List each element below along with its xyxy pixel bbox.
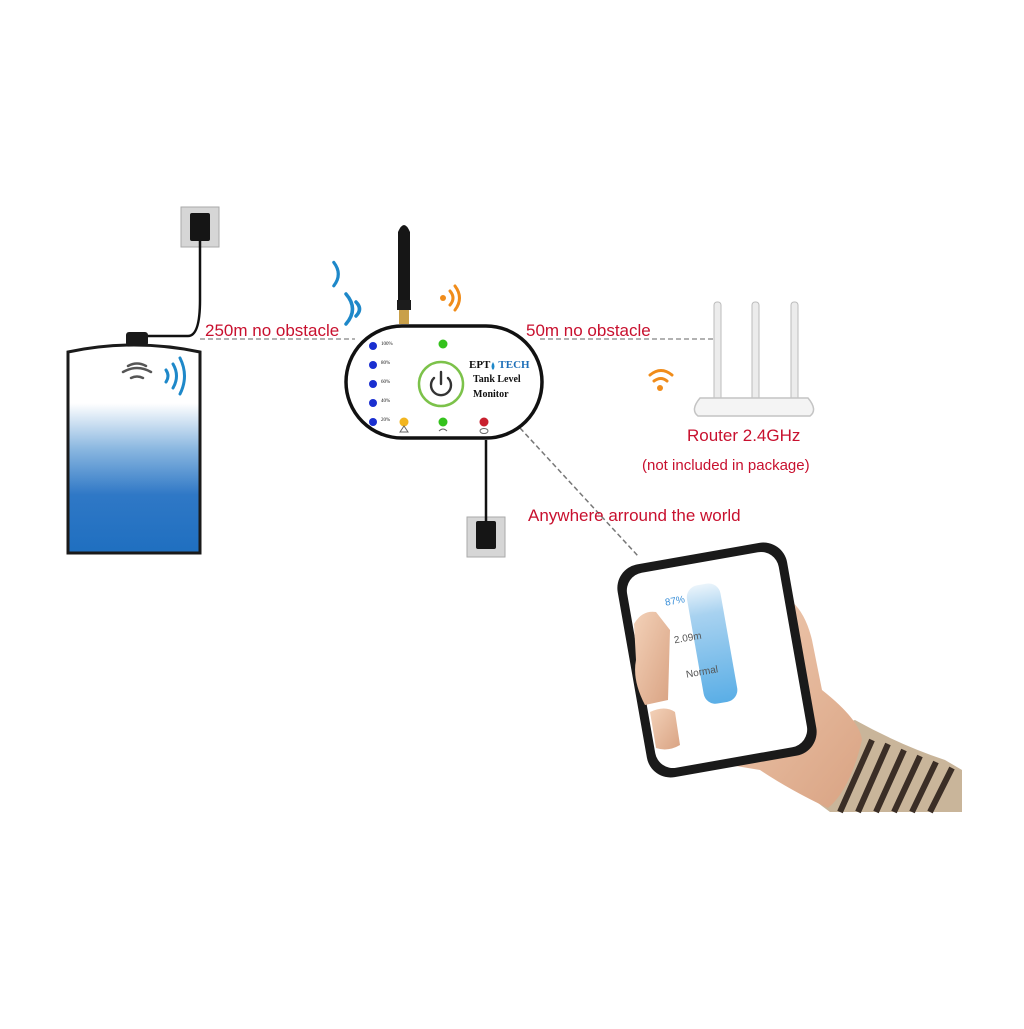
- sensor-link-label: 250m no obstacle: [205, 321, 340, 340]
- sensor-signal-icon: [121, 356, 186, 396]
- led-label-40: 40%: [381, 399, 391, 404]
- water-tank: [66, 332, 202, 555]
- level-led-column: [369, 342, 377, 426]
- router-name-label: Router 2.4GHz: [687, 426, 801, 445]
- wifi-router: [693, 301, 815, 417]
- router-link-label: 50m no obstacle: [526, 321, 651, 340]
- hub-wifi-left-icon: [332, 260, 362, 326]
- hub-antenna: [398, 225, 410, 300]
- led-label-100: 100%: [381, 342, 393, 347]
- led-label-80: 80%: [381, 361, 391, 366]
- sensor-power-socket: [142, 206, 220, 338]
- alarm-led: [399, 417, 409, 427]
- router-wifi-icon: [648, 369, 674, 391]
- finger: [650, 708, 680, 750]
- led-80: [369, 361, 377, 369]
- tank-level-monitor-hub: [344, 225, 544, 440]
- led-label-60: 60%: [381, 380, 391, 385]
- app-level-bar: [686, 583, 738, 704]
- hub-power-socket: [466, 440, 506, 558]
- brand-right: TECH: [498, 359, 530, 371]
- led-label-20: 20%: [381, 418, 391, 423]
- router-note-label: (not included in package): [642, 457, 810, 474]
- warning-icon: [399, 425, 409, 433]
- led-20: [369, 418, 377, 426]
- brand-logo: EPT TECH: [469, 359, 530, 371]
- device-name-line2: Monitor: [473, 389, 509, 400]
- brand-left: EPT: [469, 359, 491, 371]
- eye-icon: [479, 428, 489, 434]
- level-sensor: [126, 332, 148, 346]
- wifi-led: [438, 417, 448, 427]
- hub-wifi-right-icon: [440, 284, 461, 312]
- led-60: [369, 380, 377, 388]
- world-label: Anywhere arround the world: [528, 506, 741, 525]
- wifi-small-icon: [438, 428, 448, 432]
- device-name-line1: Tank Level: [473, 374, 521, 385]
- thumb: [634, 611, 670, 705]
- water-drop-icon: [491, 362, 495, 370]
- led-40: [369, 399, 377, 407]
- power-icon: [429, 370, 453, 397]
- led-100: [369, 342, 377, 350]
- status-led: [479, 417, 489, 427]
- world-link-line: [519, 427, 639, 557]
- antenna-connector: [399, 310, 409, 324]
- power-led: [438, 339, 448, 349]
- connection-lines: [200, 338, 715, 557]
- hand-holding-phone: [617, 542, 962, 814]
